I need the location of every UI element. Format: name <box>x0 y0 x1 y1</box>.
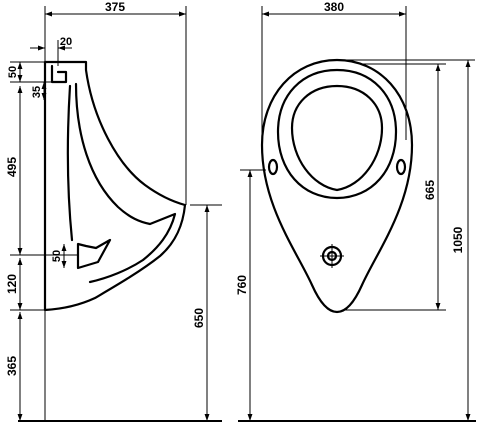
dim-label-20: 20 <box>60 36 72 48</box>
front-rim-ring <box>276 68 398 200</box>
side-back-inner-line <box>66 84 74 242</box>
dim-label-50-outlet: 50 <box>51 250 63 262</box>
dim-label-365: 365 <box>5 356 19 376</box>
side-bowl-inner-line <box>74 82 177 284</box>
front-view: 380 760 665 1050 <box>235 0 476 422</box>
right-fixing-hole-icon <box>395 158 407 176</box>
side-view: 375 20 50 35 495 50 120 365 650 <box>5 0 222 422</box>
dim-label-1050: 1050 <box>451 226 465 253</box>
dim-label-375: 375 <box>105 0 125 14</box>
dim-label-650: 650 <box>192 308 206 328</box>
dim-label-665: 665 <box>423 180 437 200</box>
dim-label-380: 380 <box>324 0 344 14</box>
dim-label-760: 760 <box>235 275 249 295</box>
front-inner-bowl <box>290 84 384 192</box>
dim-label-50-top: 50 <box>7 66 19 78</box>
dim-label-120: 120 <box>5 274 19 294</box>
side-inlet-notch <box>50 64 68 84</box>
side-outlet-spout <box>76 238 112 270</box>
front-urinal-outer <box>260 58 414 314</box>
drain-outlet-icon <box>320 244 344 268</box>
side-urinal-outline <box>43 60 187 312</box>
dim-label-35: 35 <box>31 86 43 98</box>
left-fixing-hole-icon <box>267 158 279 176</box>
dim-label-495: 495 <box>5 157 19 177</box>
